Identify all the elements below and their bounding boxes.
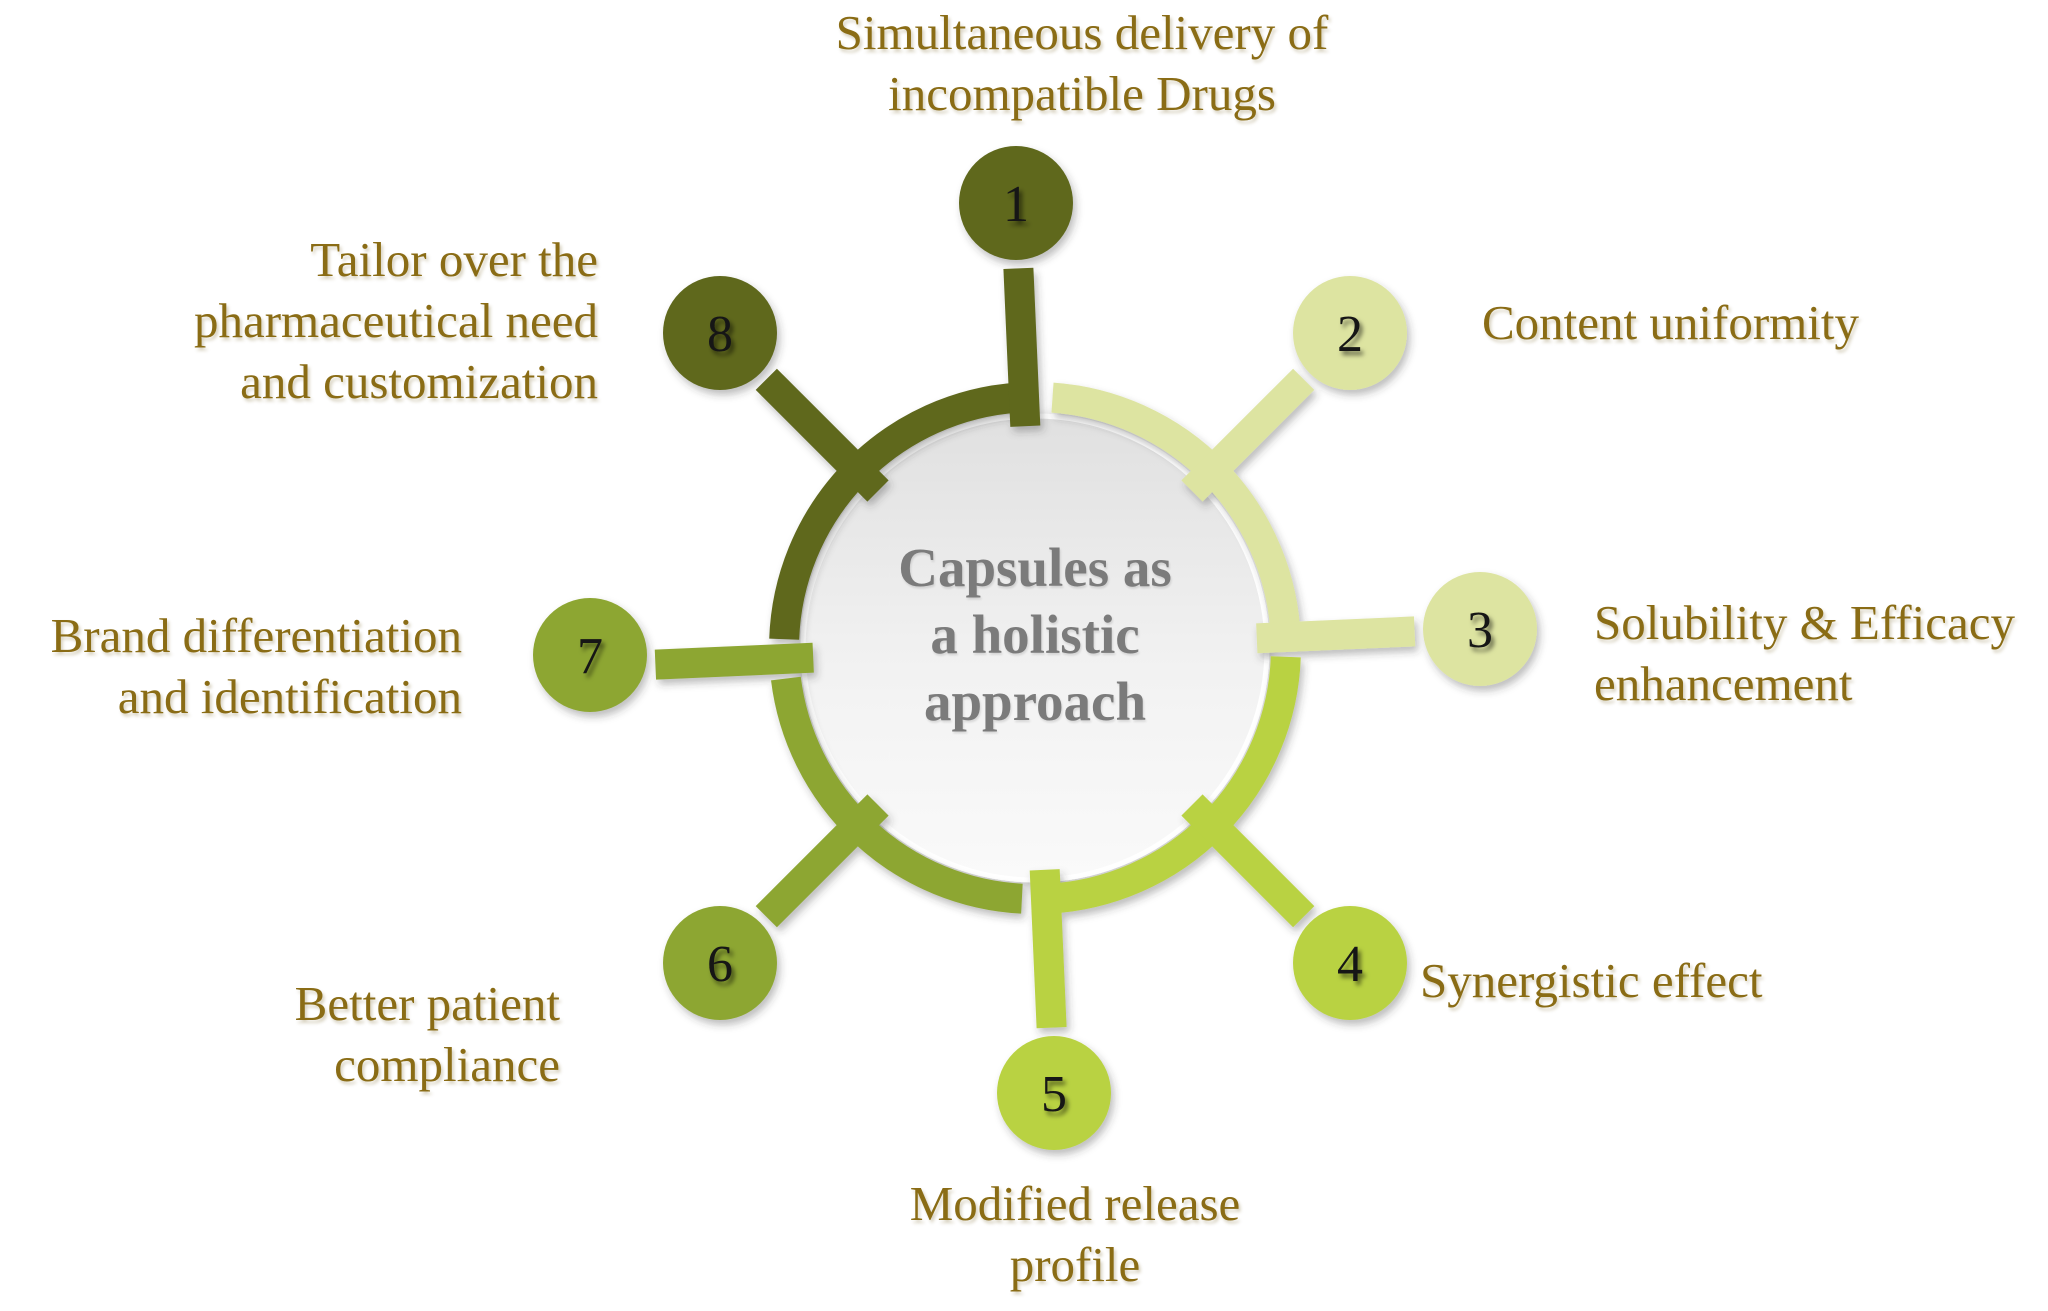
label-line: Brand differentiation <box>50 608 462 663</box>
node-circle-5 <box>997 1036 1111 1150</box>
label-line: Solubility & Efficacy <box>1594 595 2015 650</box>
node-label-4: Synergistic effect <box>1420 950 1762 1011</box>
node-number-4: 4 <box>1337 936 1363 993</box>
node-number-2: 2 <box>1337 306 1363 363</box>
node-number-7: 7 <box>577 628 603 685</box>
node-number-6: 6 <box>707 936 733 993</box>
label-line: Modified release <box>909 1176 1241 1231</box>
spoke-6 <box>755 794 889 928</box>
node-circle-8 <box>663 276 777 390</box>
node-circle-6 <box>663 906 777 1020</box>
node-number-8: 8 <box>707 306 733 363</box>
label-line: pharmaceutical need <box>193 293 598 348</box>
node-label-5: Modified release profile <box>775 1173 1375 1295</box>
label-line: and identification <box>117 669 462 724</box>
center-title-line: Capsules as <box>898 537 1172 598</box>
node-circle-4 <box>1293 906 1407 1020</box>
label-line: Better patient <box>294 976 560 1031</box>
node-circle-7 <box>533 598 647 712</box>
center-title: Capsules as a holistic approach <box>785 534 1285 735</box>
label-line: profile <box>1009 1237 1141 1292</box>
ring-group <box>533 146 1537 1150</box>
label-line: incompatible Drugs <box>888 66 1276 121</box>
node-numbers: 1 2 3 4 5 6 7 8 <box>577 176 1493 1123</box>
node-circle-3 <box>1423 572 1537 686</box>
node-number-5: 5 <box>1041 1066 1067 1123</box>
label-line: Tailor over the <box>310 232 598 287</box>
node-label-8: Tailor over the pharmaceutical need and … <box>194 229 598 412</box>
spoke-5 <box>1029 869 1067 1029</box>
label-line: compliance <box>334 1037 560 1092</box>
label-line: enhancement <box>1594 656 1853 711</box>
node-label-1: Simultaneous delivery of incompatible Dr… <box>672 2 1492 124</box>
label-line: and customization <box>240 354 598 409</box>
node-label-2: Content uniformity <box>1482 292 1859 353</box>
node-label-3: Solubility & Efficacy enhancement <box>1594 592 2015 714</box>
center-title-line: approach <box>923 671 1147 732</box>
spoke-8 <box>755 368 889 502</box>
spoke-1 <box>1003 267 1041 427</box>
label-line: Content uniformity <box>1482 295 1859 350</box>
label-line: Synergistic effect <box>1420 953 1763 1008</box>
node-number-1: 1 <box>1003 176 1029 233</box>
node-label-6: Better patient compliance <box>295 973 560 1095</box>
node-label-7: Brand differentiation and identification <box>51 605 462 727</box>
node-number-3: 3 <box>1467 602 1493 659</box>
label-line: Simultaneous delivery of <box>835 5 1329 60</box>
spoke-2 <box>1181 368 1315 502</box>
spoke-4 <box>1181 794 1315 928</box>
spoke-3 <box>1256 616 1416 654</box>
spoke-7 <box>654 642 814 680</box>
center-title-line: a holistic <box>930 604 1140 665</box>
node-circle-2 <box>1293 276 1407 390</box>
node-circle-1 <box>959 146 1073 260</box>
